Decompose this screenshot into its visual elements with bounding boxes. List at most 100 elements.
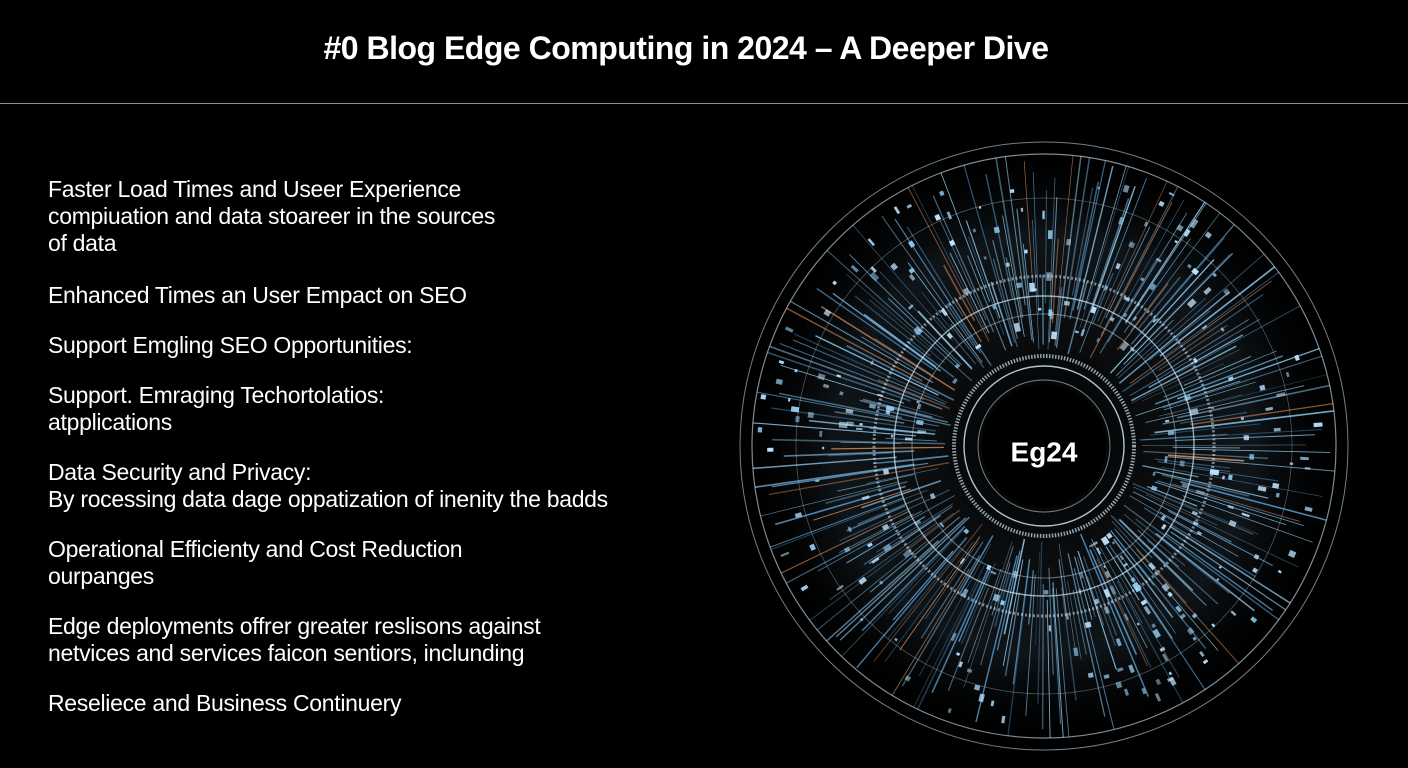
burst-ray [1079, 166, 1130, 329]
burst-node [950, 632, 957, 642]
burst-node [1149, 283, 1157, 291]
burst-node [1093, 598, 1100, 605]
burst-ray [904, 509, 961, 553]
burst-ray [849, 254, 962, 366]
list-item: Enhanced Times an User Empact on SEO [48, 282, 688, 309]
burst-node [1191, 612, 1198, 619]
burst-node [1013, 322, 1021, 333]
burst-node [992, 593, 1001, 602]
burst-node [990, 700, 995, 707]
burst-node [1050, 331, 1058, 340]
list-item-line: atpplications [48, 409, 172, 435]
burst-node [1037, 307, 1042, 311]
burst-node [859, 617, 864, 622]
burst-node [790, 406, 800, 413]
bullet-list: Faster Load Times and Useer Experience c… [48, 176, 688, 717]
burst-node [1080, 328, 1086, 337]
burst-ray [1119, 519, 1194, 591]
burst-node [1122, 184, 1130, 193]
burst-ray [1164, 271, 1279, 357]
burst-node [1228, 519, 1237, 528]
burst-node [1161, 523, 1167, 530]
burst-ray [861, 336, 916, 370]
burst-node [1164, 456, 1168, 463]
burst-node [1191, 267, 1200, 276]
burst-ray [949, 323, 985, 369]
burst-node [1272, 482, 1280, 489]
burst-node [861, 495, 870, 501]
burst-ray [837, 473, 915, 492]
burst-node [1195, 489, 1206, 496]
burst-node [800, 584, 809, 592]
list-item-line: Enhanced Times an User Empact on SEO [48, 282, 467, 308]
burst-ray [1159, 266, 1276, 357]
burst-node [858, 576, 867, 585]
burst-node [934, 213, 942, 221]
burst-node [885, 409, 891, 415]
burst-ray [1111, 520, 1187, 604]
list-item: Support Emgling SEO Opportunities: [48, 332, 688, 359]
burst-ray [1110, 530, 1155, 586]
burst-ring [739, 141, 1349, 751]
burst-ray [920, 541, 984, 639]
burst-node [838, 421, 848, 429]
burst-node [1156, 257, 1162, 263]
burst-ray [1170, 531, 1287, 611]
burst-node [1253, 553, 1260, 560]
burst-ray [868, 514, 941, 565]
burst-ray [786, 307, 923, 382]
burst-node [823, 309, 832, 317]
burst-node [881, 523, 890, 531]
burst-ray [841, 528, 965, 657]
burst-ray [1142, 465, 1199, 478]
burst-ray [1041, 584, 1045, 730]
burst-ray [1035, 551, 1040, 647]
burst-ray [831, 446, 944, 450]
burst-node [807, 411, 815, 419]
burst-node [757, 427, 763, 433]
burst-ray [793, 333, 948, 404]
burst-ray [1133, 486, 1218, 526]
burst-ray [1004, 156, 1026, 306]
burst-node [1304, 467, 1311, 470]
burst-node [1287, 549, 1297, 559]
burst-node [904, 437, 913, 441]
burst-node [1143, 221, 1149, 227]
burst-node [1123, 688, 1130, 697]
burst-ray [1073, 568, 1115, 730]
burst-node [983, 256, 987, 260]
burst-node [882, 543, 892, 553]
burst-ring [977, 379, 1111, 513]
burst-ray [1130, 224, 1235, 345]
burst-node [1047, 230, 1053, 239]
burst-ray [1002, 215, 1025, 337]
burst-ray [780, 510, 910, 574]
burst-node [836, 374, 842, 378]
burst-node [809, 543, 816, 551]
burst-node [1152, 471, 1156, 476]
burst-node [1043, 590, 1049, 595]
burst-node [939, 190, 945, 197]
burst-ray [1158, 394, 1243, 417]
burst-node [1097, 186, 1100, 190]
burst-node [1109, 316, 1115, 322]
burst-ray [1071, 187, 1094, 296]
burst-node [1115, 262, 1121, 270]
burst-node [1294, 354, 1300, 361]
burst-ray [1123, 513, 1186, 567]
burst-node [817, 373, 826, 381]
burst-node [906, 203, 913, 209]
burst-ray [754, 463, 915, 489]
burst-ray [1158, 324, 1228, 371]
burst-node [992, 304, 997, 310]
burst-ring [872, 274, 1216, 618]
burst-node [916, 403, 922, 410]
burst-ray [1079, 178, 1147, 353]
burst-node [952, 377, 958, 385]
burst-node [869, 271, 880, 282]
burst-ray [996, 550, 1021, 651]
burst-ray [1044, 190, 1048, 304]
burst-ray [829, 522, 937, 601]
burst-ray [911, 185, 988, 335]
burst-ray [1092, 272, 1114, 325]
